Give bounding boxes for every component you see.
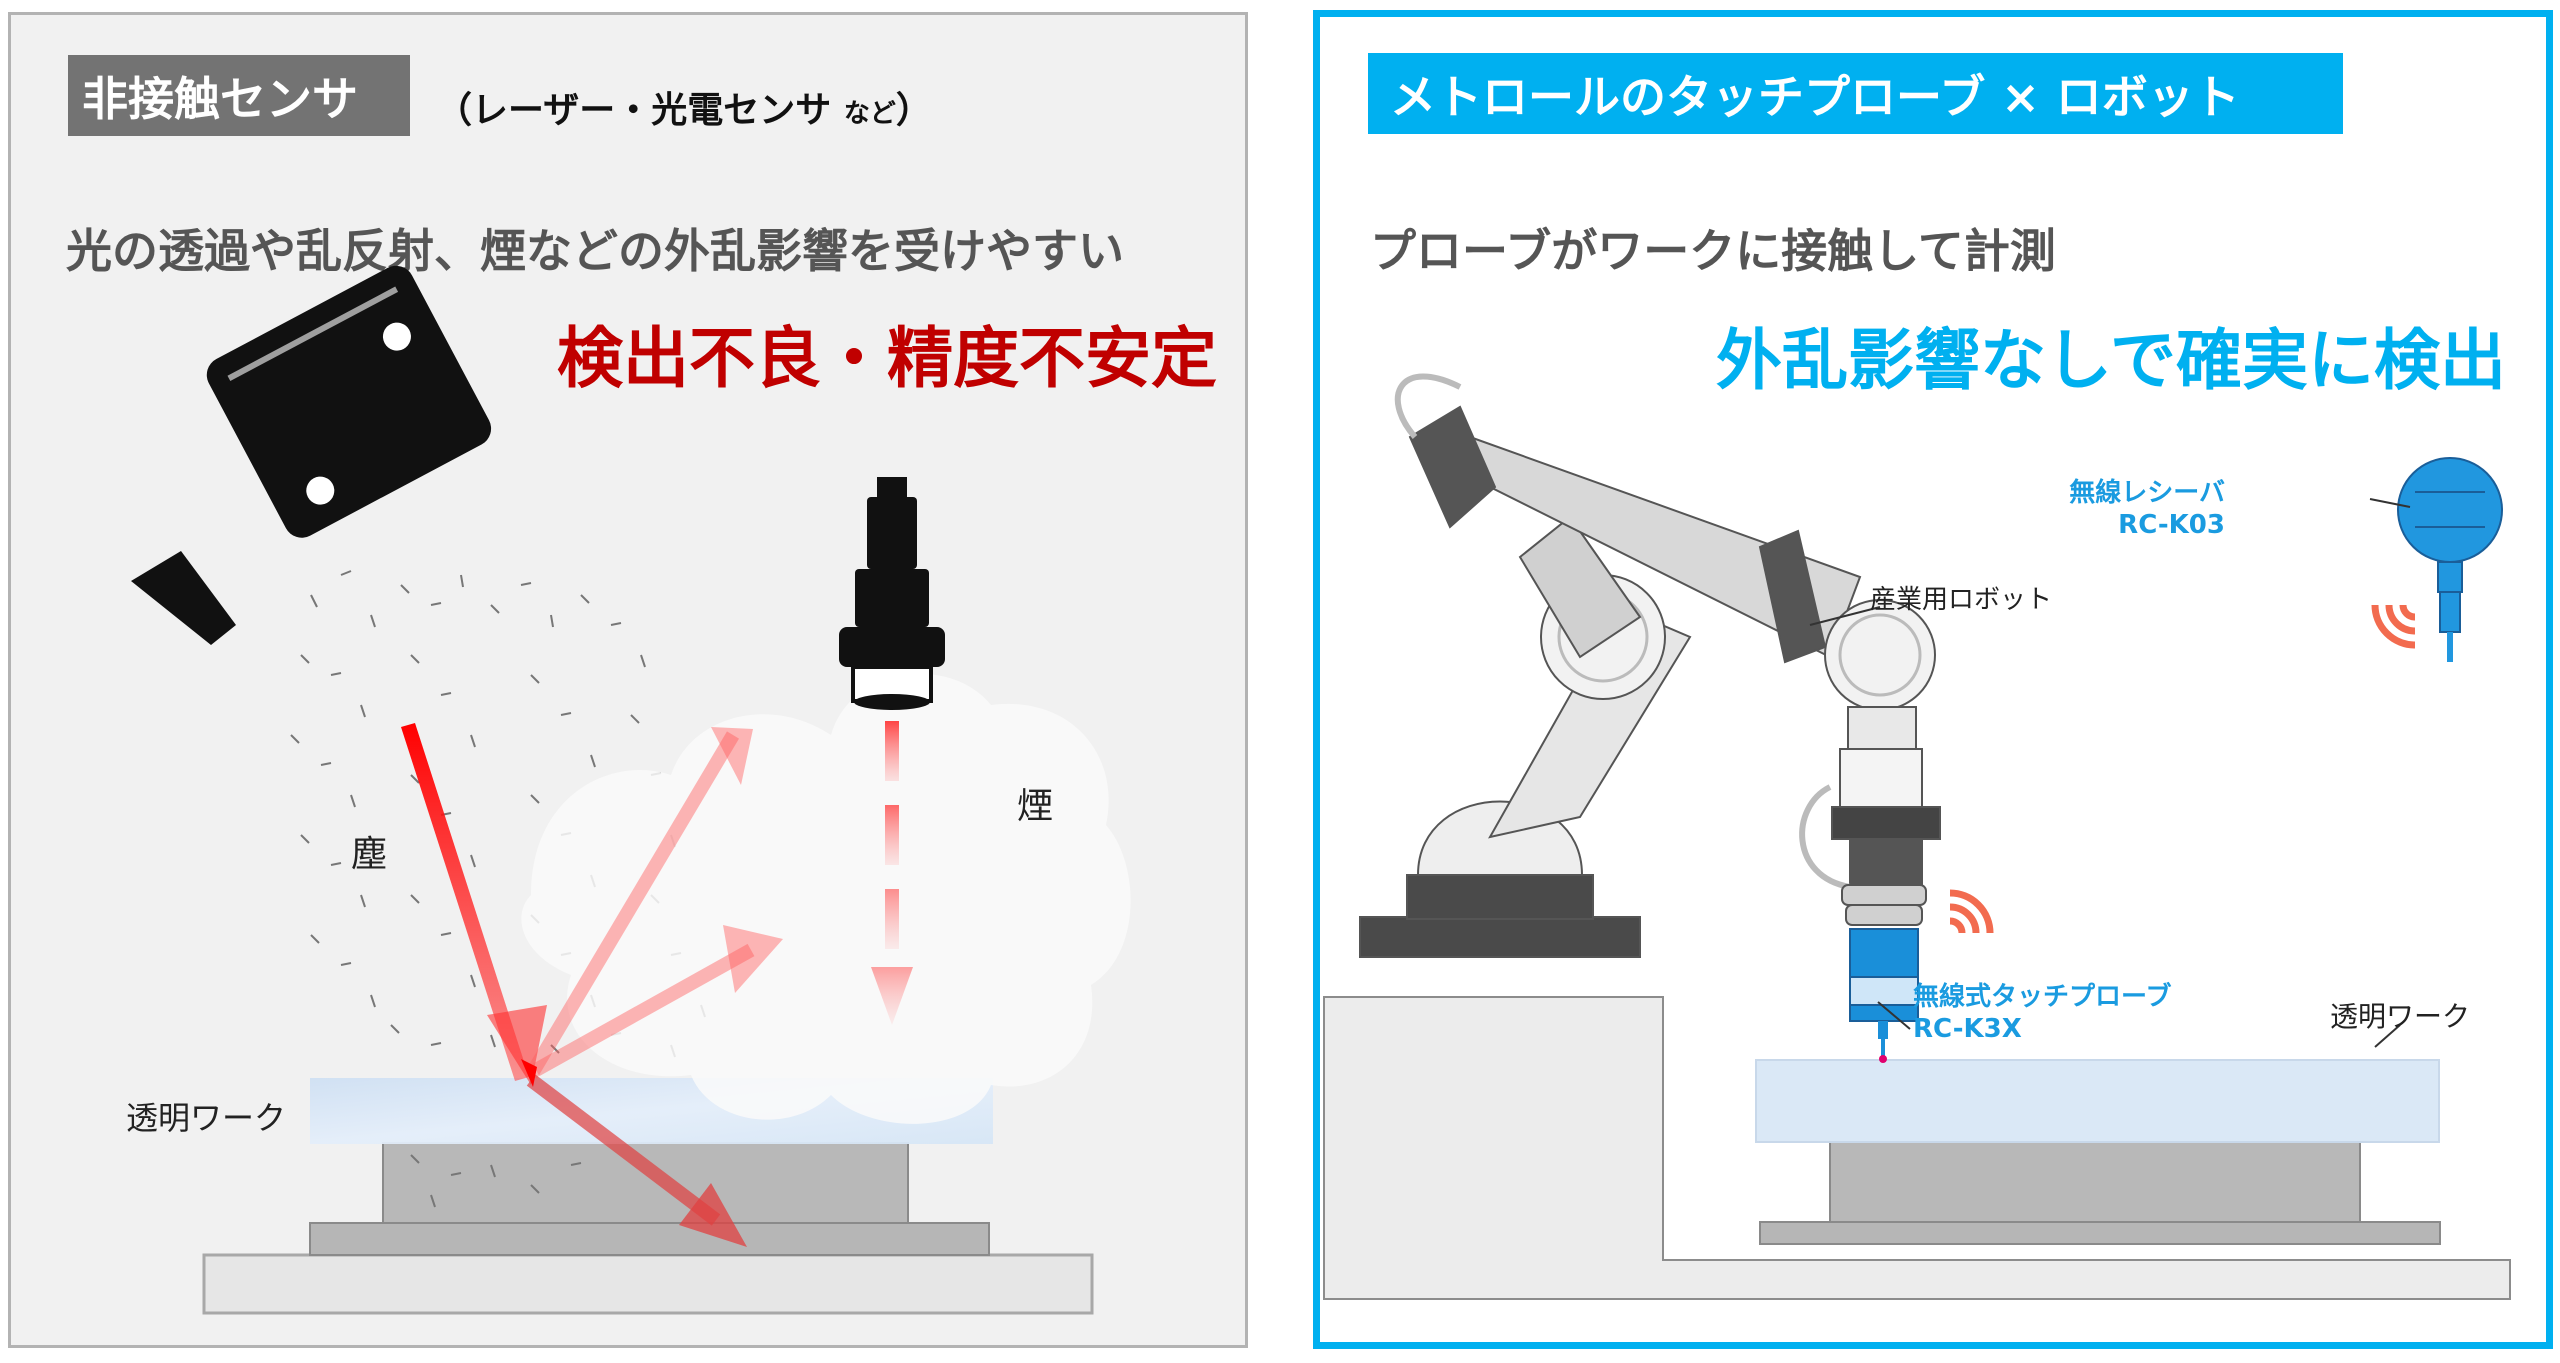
smoke-label: 煙 bbox=[1017, 786, 1054, 827]
receiver-model: RC-K03 bbox=[2118, 510, 2225, 540]
photoelectric-sensor-icon bbox=[839, 477, 945, 710]
subtitle-small: など bbox=[843, 99, 896, 129]
subtitle-close: ） bbox=[895, 90, 932, 131]
transparent-workpiece-label-right: 透明ワーク bbox=[2330, 1000, 2471, 1033]
touch-probe-robot-badge: メトロールのタッチプローブ × ロボット bbox=[1368, 53, 2343, 134]
wireless-touch-probe-icon bbox=[1841, 884, 1927, 1063]
smoke-cloud bbox=[521, 673, 1131, 1124]
robot-leader-line bbox=[1809, 606, 1881, 626]
receiver-label: 無線レシーバ RC-K03 bbox=[1825, 477, 2225, 541]
probe-leader-line bbox=[1877, 1001, 1911, 1030]
detection-failure-headline: 検出不良・精度不安定 bbox=[557, 320, 1217, 397]
transparent-workpiece-right bbox=[1755, 1059, 2440, 1143]
receiver-signal-icon bbox=[2371, 604, 2416, 649]
receiver-leader-line bbox=[2369, 498, 2411, 508]
dashed-laser-beam bbox=[871, 721, 913, 1025]
laser-sensor-icon bbox=[131, 265, 492, 645]
workpiece-leader-line bbox=[2374, 1024, 2401, 1048]
probe-model: RC-K3X bbox=[1913, 1014, 2022, 1044]
disturbance-description: 光の透過や乱反射、煙などの外乱影響を受けやすい bbox=[66, 224, 1124, 278]
non-contact-sensor-badge: 非接触センサ bbox=[68, 55, 410, 136]
touch-probe-label: 無線式タッチプローブ RC-K3X bbox=[1913, 981, 2171, 1045]
dust-label: 塵 bbox=[351, 834, 388, 875]
robot-stand bbox=[1323, 996, 2511, 1300]
base-plate-large bbox=[202, 1253, 1094, 1315]
base-plate-middle bbox=[309, 1222, 990, 1256]
subtitle-main: （レーザー・光電センサ bbox=[436, 90, 832, 131]
wireless-receiver-icon bbox=[2397, 457, 2503, 662]
industrial-robot-icon bbox=[1359, 373, 1941, 958]
reliable-detection-headline: 外乱影響なしで確実に検出 bbox=[1715, 322, 2506, 399]
transparent-workpiece-label-left: 透明ワーク bbox=[126, 1099, 287, 1137]
industrial-robot-label: 産業用ロボット bbox=[1870, 585, 2053, 615]
sensor-types-subtitle: （レーザー・光電センサ など） bbox=[436, 81, 932, 133]
workpiece-pedestal bbox=[382, 1142, 909, 1224]
workpiece-pedestal-right bbox=[1829, 1141, 2361, 1223]
touch-probe-illustration bbox=[1323, 373, 2511, 1300]
contact-measurement-description: プローブがワークに接触して計測 bbox=[1370, 224, 2056, 278]
receiver-name: 無線レシーバ bbox=[2069, 478, 2225, 508]
touch-probe-robot-panel: メトロールのタッチプローブ × ロボット プローブがワークに接触して計測 外乱影… bbox=[1313, 10, 2553, 1349]
laser-beam bbox=[401, 723, 783, 1247]
non-contact-sensor-panel: 非接触センサ （レーザー・光電センサ など） 光の透過や乱反射、煙などの外乱影響… bbox=[8, 12, 1248, 1348]
base-plate-right bbox=[1759, 1221, 2441, 1245]
wireless-signal-icon bbox=[1949, 889, 1994, 934]
non-contact-illustration bbox=[131, 265, 1131, 1315]
probe-name: 無線式タッチプローブ bbox=[1913, 982, 2172, 1012]
